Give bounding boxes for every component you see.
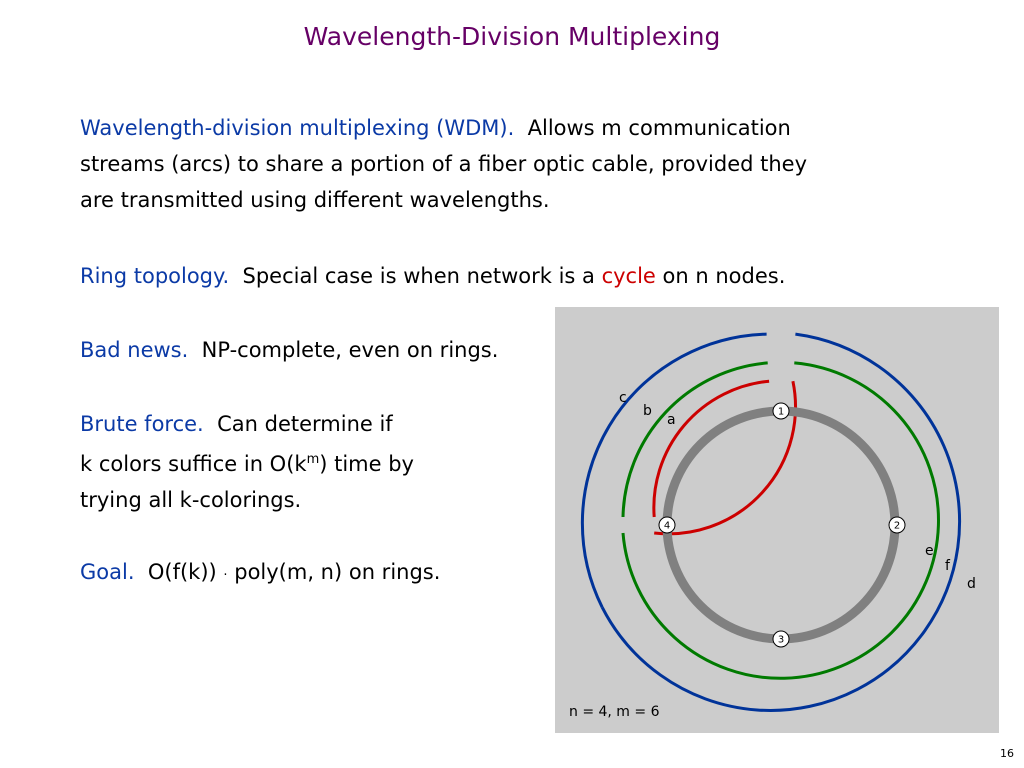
ring-text-before: Special case is when network is a — [242, 264, 595, 288]
ring-cycle-highlight: cycle — [601, 264, 656, 288]
brute-force-text-line2-post: ) time by — [319, 452, 414, 476]
node-2: 2 — [888, 516, 906, 534]
ring-cycle — [662, 406, 900, 644]
node-1-label: 1 — [778, 407, 784, 418]
arc-a — [652, 379, 770, 518]
ring-paragraph: Ring topology. Special case is when netw… — [80, 258, 785, 294]
arc-label-e: e — [925, 543, 934, 559]
node-3-label: 3 — [778, 635, 784, 646]
goal-term: Goal. — [80, 560, 135, 584]
node-4: 4 — [658, 516, 676, 534]
arc-label-f: f — [945, 558, 950, 574]
arc-c — [580, 332, 767, 608]
brute-force-paragraph: Brute force. Can determine if k colors s… — [80, 406, 414, 518]
wdm-text-line2: streams (arcs) to share a portion of a f… — [80, 152, 808, 176]
brute-force-text-line1: Can determine if — [217, 412, 393, 436]
wdm-term: Wavelength-division multiplexing (WDM). — [80, 116, 515, 140]
brute-force-exponent: m — [306, 452, 320, 467]
wdm-text-line1: Allows m communication — [527, 116, 791, 140]
brute-force-term: Brute force. — [80, 412, 204, 436]
node-4-label: 4 — [664, 521, 670, 532]
arc-b — [621, 361, 768, 518]
arc-label-d: d — [967, 576, 976, 592]
brute-force-text-line2-pre: k colors suffice in O(k — [80, 452, 307, 476]
diagram-caption: n = 4, m = 6 — [569, 704, 660, 720]
wdm-text-line3: are transmitted using different waveleng… — [80, 188, 550, 212]
goal-text-post: poly(m, n) on rings. — [234, 560, 441, 584]
bad-news-term: Bad news. — [80, 338, 189, 362]
node-2-label: 2 — [894, 521, 900, 532]
ring-diagram: 1 2 3 4 c b a e f d n = 4, m = 6 — [555, 307, 999, 733]
goal-dot: · — [223, 568, 228, 583]
node-3: 3 — [772, 630, 790, 648]
arc-label-b: b — [643, 403, 652, 419]
slide-title: Wavelength-Division Multiplexing — [303, 22, 721, 51]
bad-news-text: NP-complete, even on rings. — [201, 338, 499, 362]
arc-label-a: a — [667, 412, 676, 428]
ring-text-after: on n nodes. — [662, 264, 786, 288]
arc-f — [621, 361, 940, 680]
node-1: 1 — [772, 402, 790, 420]
ring-diagram-svg: 1 2 3 4 — [580, 332, 962, 712]
ring-term: Ring topology. — [80, 264, 230, 288]
wdm-paragraph: Wavelength-division multiplexing (WDM). … — [80, 110, 807, 218]
bad-news-paragraph: Bad news. NP-complete, even on rings. — [80, 332, 498, 368]
goal-text-pre: O(f(k)) — [147, 560, 217, 584]
arc-label-c: c — [619, 390, 627, 406]
arc-d — [600, 332, 962, 712]
brute-force-text-line3: trying all k-colorings. — [80, 488, 302, 512]
page-number: 16 — [1000, 747, 1014, 760]
goal-paragraph: Goal. O(f(k)) · poly(m, n) on rings. — [80, 554, 440, 594]
